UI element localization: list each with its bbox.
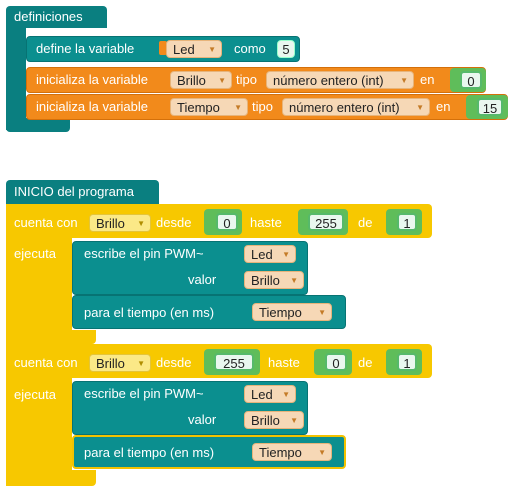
loop2-pwm-label: escribe el pin PWM~ <box>84 386 204 401</box>
loop1-valor-label: valor <box>188 272 217 287</box>
loop2-hasta-label: haste <box>268 355 300 370</box>
loop2-ejecuta-label: ejecuta <box>14 387 56 402</box>
loop2-pwm-value-dropdown[interactable]: Brillo ▼ <box>244 411 304 429</box>
init-brillo-label: inicializa la variable <box>36 72 148 87</box>
init-tiempo-en-label: en <box>436 99 451 114</box>
loop1-pwm-label: escribe el pin PWM~ <box>84 246 204 261</box>
dropdown-arrow-icon: ▼ <box>290 276 298 285</box>
init-tiempo-var-dropdown[interactable]: Tiempo ▼ <box>170 98 248 116</box>
loop1-wait-dropdown[interactable]: Tiempo ▼ <box>252 303 332 321</box>
define-como-label: como <box>234 41 266 56</box>
loop1-pwm-value: Brillo <box>251 273 280 288</box>
loop1-var: Brillo <box>96 216 125 231</box>
start-block-title: INICIO del programa <box>14 184 134 199</box>
loop2-pwm-value: Brillo <box>251 413 280 428</box>
loop2-var-dropdown[interactable]: Brillo ▼ <box>89 354 151 372</box>
loop1-ejecuta-label: ejecuta <box>14 246 56 261</box>
loop1-wait-value: Tiempo <box>259 305 302 320</box>
loop2-from-number[interactable]: 255 <box>214 353 254 371</box>
loop2-wait-dropdown[interactable]: Tiempo ▼ <box>252 443 332 461</box>
loop2-step-number[interactable]: 1 <box>397 353 417 371</box>
loop2-de-label: de <box>358 355 373 370</box>
loop1-desde-label: desde <box>156 215 192 230</box>
loop1-from-number[interactable]: 0 <box>216 213 238 231</box>
definitions-block[interactable] <box>6 6 107 28</box>
loop2-to-number[interactable]: 0 <box>325 353 347 371</box>
loop1-step-number[interactable]: 1 <box>397 213 417 231</box>
loop1-to-number[interactable]: 255 <box>308 213 344 231</box>
dropdown-arrow-icon: ▼ <box>318 448 326 457</box>
definitions-bottom <box>6 118 70 132</box>
loop1-pwm-pin-dropdown[interactable]: Led ▼ <box>244 245 296 263</box>
loop1-var-dropdown[interactable]: Brillo ▼ <box>89 214 151 232</box>
init-brillo-value-number[interactable]: 0 <box>460 71 482 89</box>
init-brillo-var: Brillo <box>177 73 206 88</box>
init-brillo-type: número entero (int) <box>273 73 384 88</box>
loop2-pwm-pin: Led <box>251 387 273 402</box>
loop2-valor-label: valor <box>188 412 217 427</box>
loop2-cuenta-label: cuenta con <box>14 355 78 370</box>
dropdown-arrow-icon: ▼ <box>416 103 424 112</box>
init-brillo-tipo-label: tipo <box>236 72 257 87</box>
loop2-spine <box>6 376 72 486</box>
loop2-wait-label: para el tiempo (en ms) <box>84 445 215 460</box>
definitions-title: definiciones <box>14 9 83 24</box>
dropdown-arrow-icon: ▼ <box>208 45 216 54</box>
loop2-desde-label: desde <box>156 355 192 370</box>
dropdown-arrow-icon: ▼ <box>137 359 145 368</box>
define-variable-label: define la variable <box>36 41 135 56</box>
define-var-value: Led <box>173 42 195 57</box>
loop1-pwm-value-dropdown[interactable]: Brillo ▼ <box>244 271 304 289</box>
dropdown-arrow-icon: ▼ <box>290 416 298 425</box>
init-tiempo-type-dropdown[interactable]: número entero (int) ▼ <box>282 98 430 116</box>
loop1-spine <box>6 236 72 346</box>
loop2-footer <box>6 470 96 486</box>
dropdown-arrow-icon: ▼ <box>137 219 145 228</box>
dropdown-arrow-icon: ▼ <box>282 250 290 259</box>
init-brillo-type-dropdown[interactable]: número entero (int) ▼ <box>266 71 414 89</box>
init-tiempo-label: inicializa la variable <box>36 99 148 114</box>
loop2-wait-value: Tiempo <box>259 445 302 460</box>
init-brillo-var-dropdown[interactable]: Brillo ▼ <box>170 71 232 89</box>
init-tiempo-type: número entero (int) <box>289 100 400 115</box>
init-brillo-en-label: en <box>420 72 435 87</box>
definitions-spine <box>6 26 26 130</box>
define-var-plug <box>159 41 167 55</box>
dropdown-arrow-icon: ▼ <box>218 76 226 85</box>
init-tiempo-var: Tiempo <box>177 100 220 115</box>
define-value-number[interactable]: 5 <box>277 40 295 58</box>
start-block-header[interactable] <box>6 180 159 204</box>
loop1-wait-label: para el tiempo (en ms) <box>84 305 215 320</box>
dropdown-arrow-icon: ▼ <box>400 76 408 85</box>
loop1-de-label: de <box>358 215 373 230</box>
dropdown-arrow-icon: ▼ <box>234 103 242 112</box>
loop1-cuenta-label: cuenta con <box>14 215 78 230</box>
define-var-dropdown[interactable]: Led ▼ <box>166 40 222 58</box>
loop1-footer <box>6 330 96 344</box>
loop1-hasta-label: haste <box>250 215 282 230</box>
init-tiempo-value-number[interactable]: 15 <box>477 98 503 116</box>
loop1-pwm-pin: Led <box>251 247 273 262</box>
loop2-var: Brillo <box>96 356 125 371</box>
dropdown-arrow-icon: ▼ <box>318 308 326 317</box>
dropdown-arrow-icon: ▼ <box>282 390 290 399</box>
init-tiempo-tipo-label: tipo <box>252 99 273 114</box>
loop2-pwm-pin-dropdown[interactable]: Led ▼ <box>244 385 296 403</box>
